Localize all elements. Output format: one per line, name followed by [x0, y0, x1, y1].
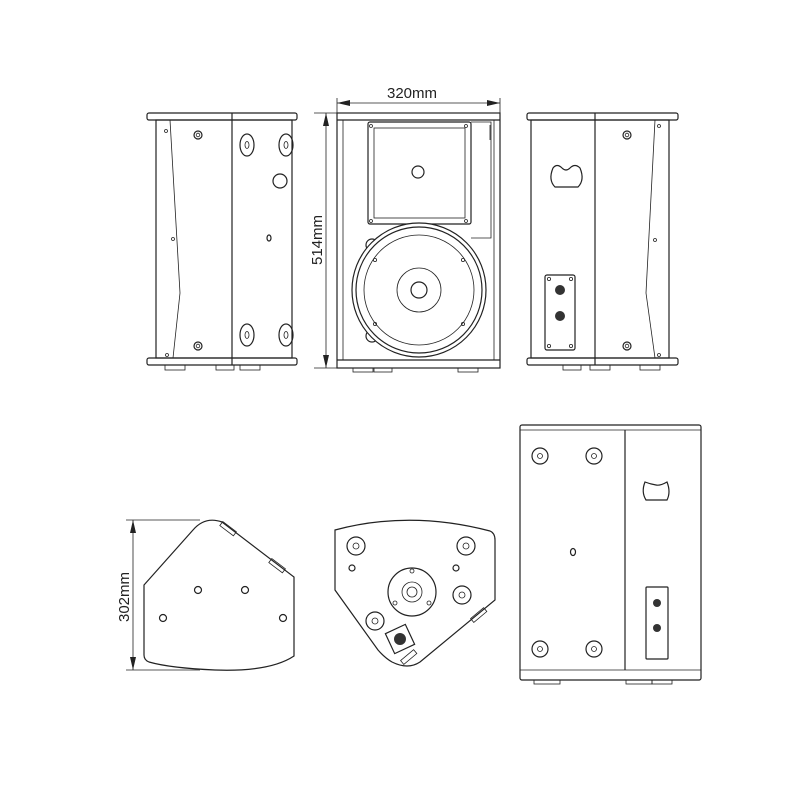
left-side-view	[146, 112, 298, 371]
right-side-view	[526, 112, 679, 371]
top-view	[334, 519, 496, 667]
depth-label: 302mm	[116, 572, 133, 622]
side-profile-view	[143, 519, 295, 671]
height-label: 514mm	[309, 215, 326, 265]
connector-plate	[544, 274, 576, 351]
front-view	[336, 112, 501, 373]
width-dimension: 320mm	[336, 85, 501, 113]
handle-icon	[550, 164, 583, 188]
rear-view	[519, 424, 702, 685]
height-dimension: 514mm	[309, 112, 337, 369]
width-label: 320mm	[387, 85, 437, 102]
depth-dimension: 302mm	[116, 519, 200, 671]
